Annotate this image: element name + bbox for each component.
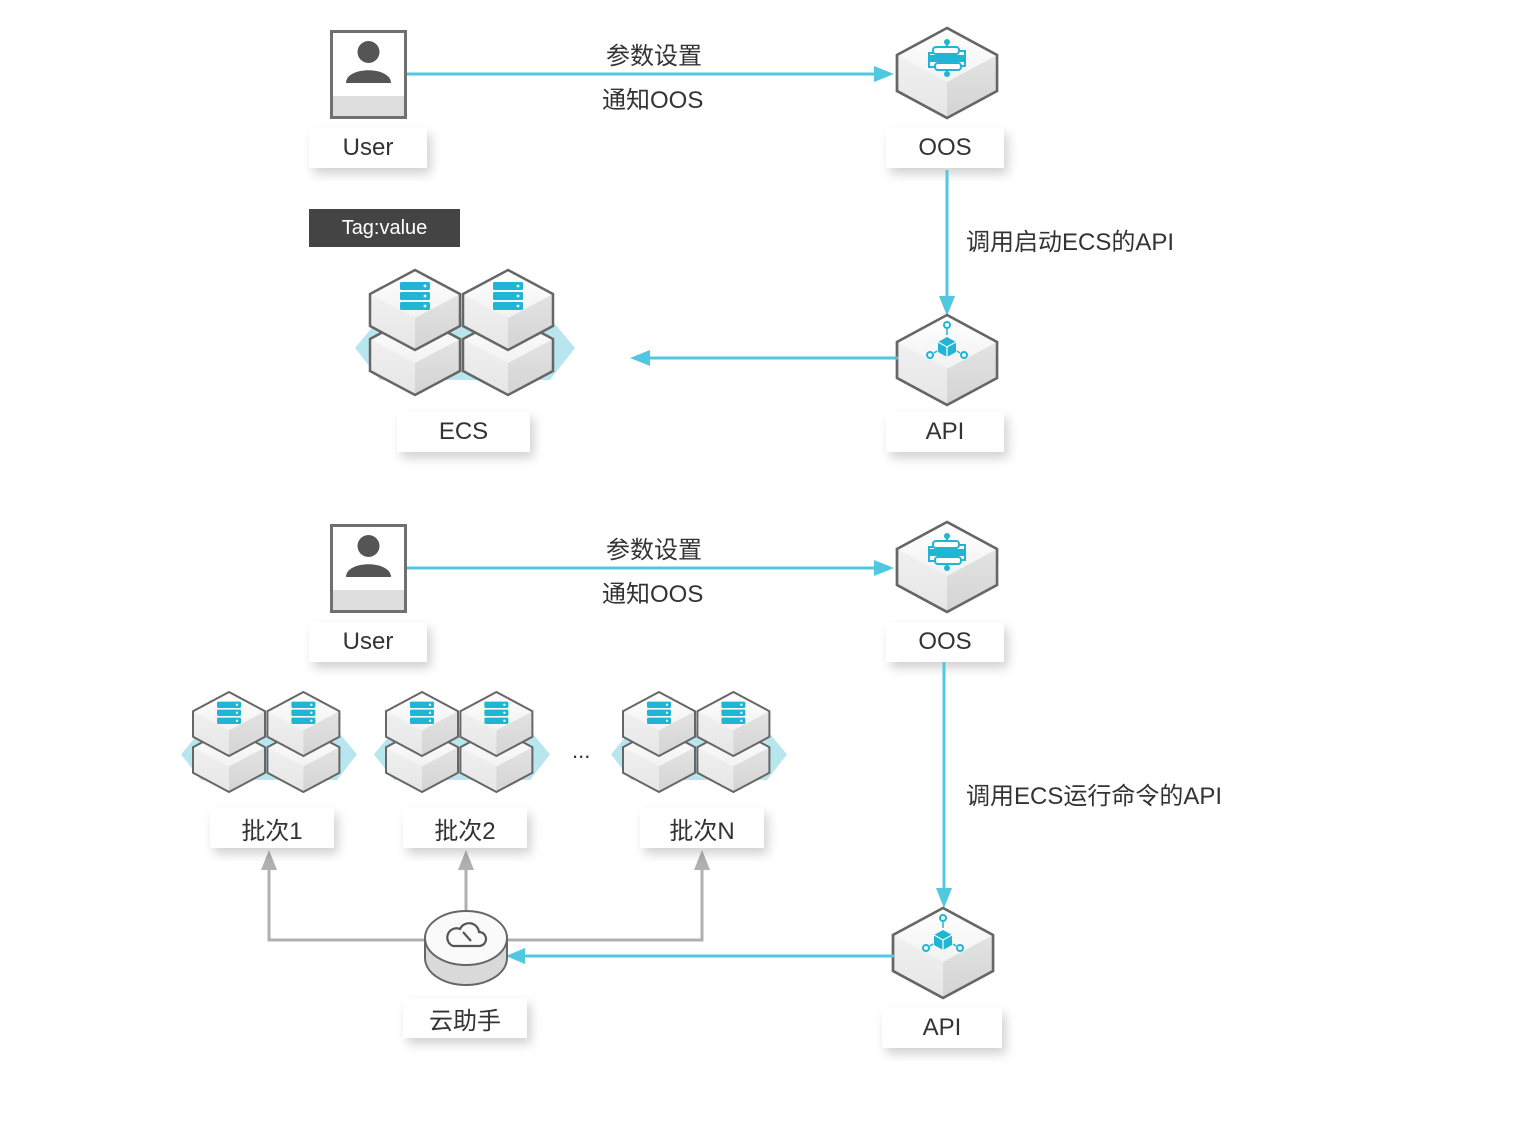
edge-label-run-command-api: 调用ECS运行命令的API — [966, 783, 1223, 810]
edge-label-notify-2: 通知OOS — [602, 581, 704, 608]
batch-1-label: 批次1 — [210, 808, 334, 848]
edge-label-params-2: 参数设置 — [606, 537, 702, 564]
oos-label-2: OOS — [886, 622, 1004, 662]
api-label-2: API — [882, 1008, 1002, 1048]
user-label-1: User — [309, 128, 427, 168]
oos-label-1: OOS — [886, 128, 1004, 168]
ecs-label: ECS — [397, 412, 530, 452]
api-label-1: API — [886, 412, 1004, 452]
user-label-2: User — [309, 622, 427, 662]
cloud-assistant-icon[interactable] — [423, 908, 509, 988]
batch-2-label: 批次2 — [403, 808, 527, 848]
batch-n-label: 批次N — [640, 808, 764, 848]
assistant-label: 云助手 — [403, 998, 527, 1038]
server-stack-icon — [607, 692, 847, 822]
ellipsis: ... — [572, 738, 591, 763]
edge-label-start-ecs-api: 调用启动ECS的API — [966, 229, 1175, 256]
tag-value-badge: Tag:value — [309, 209, 460, 247]
edge-label-notify-1: 通知OOS — [602, 87, 704, 114]
edge-label-params-1: 参数设置 — [606, 43, 702, 70]
